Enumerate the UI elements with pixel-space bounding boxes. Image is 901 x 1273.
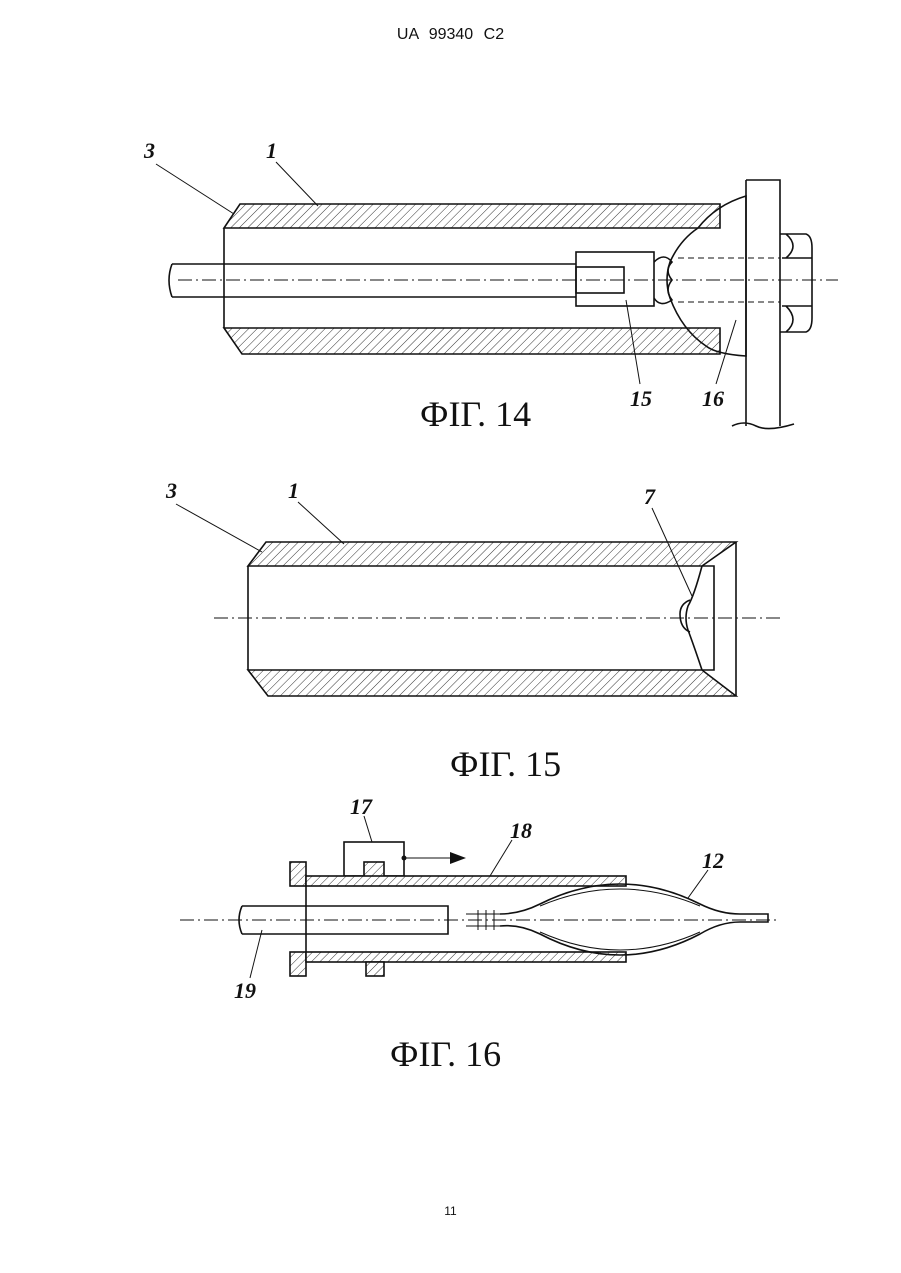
ref-label-3: 3 xyxy=(143,138,155,163)
sleeve-wall-bottom xyxy=(306,952,626,962)
ref-label-19: 19 xyxy=(234,978,256,1003)
figure-caption: ФІГ. 14 xyxy=(420,394,531,434)
figure-caption: ФІГ. 15 xyxy=(450,744,561,784)
ref-label-15: 15 xyxy=(630,386,652,411)
holder-15 xyxy=(576,252,654,306)
nut xyxy=(780,234,812,332)
tube-wall-bottom xyxy=(248,670,736,696)
arrow-head-icon xyxy=(450,852,466,864)
sleeve-flange-top xyxy=(290,862,306,886)
page-number: 11 xyxy=(0,1204,901,1218)
figure-16: 17 18 12 19 ФІГ. 16 xyxy=(180,794,778,1074)
ref-label-12: 12 xyxy=(702,848,724,873)
ref-label-1: 1 xyxy=(266,138,277,163)
sleeve-wall-top xyxy=(306,876,626,886)
tube-wall-top xyxy=(224,204,720,228)
ref-label-1: 1 xyxy=(288,478,299,503)
ref-label-18: 18 xyxy=(510,818,532,843)
ref-label-7: 7 xyxy=(644,484,656,509)
sleeve-flange-bottom xyxy=(290,952,306,976)
tube-wall-top xyxy=(248,542,736,566)
ref-label-17: 17 xyxy=(350,794,373,819)
figure-15: 3 1 7 ФІГ. 15 xyxy=(165,478,782,784)
ref-label-3: 3 xyxy=(165,478,177,503)
sleeve-pin-bottom xyxy=(366,962,384,976)
ref-label-16: 16 xyxy=(702,386,724,411)
tube-wall-bottom xyxy=(224,328,720,354)
figure-caption: ФІГ. 16 xyxy=(390,1034,501,1074)
figure-14: 3 1 15 16 ФІГ. 14 xyxy=(143,138,838,434)
mounting-plate xyxy=(732,180,794,429)
